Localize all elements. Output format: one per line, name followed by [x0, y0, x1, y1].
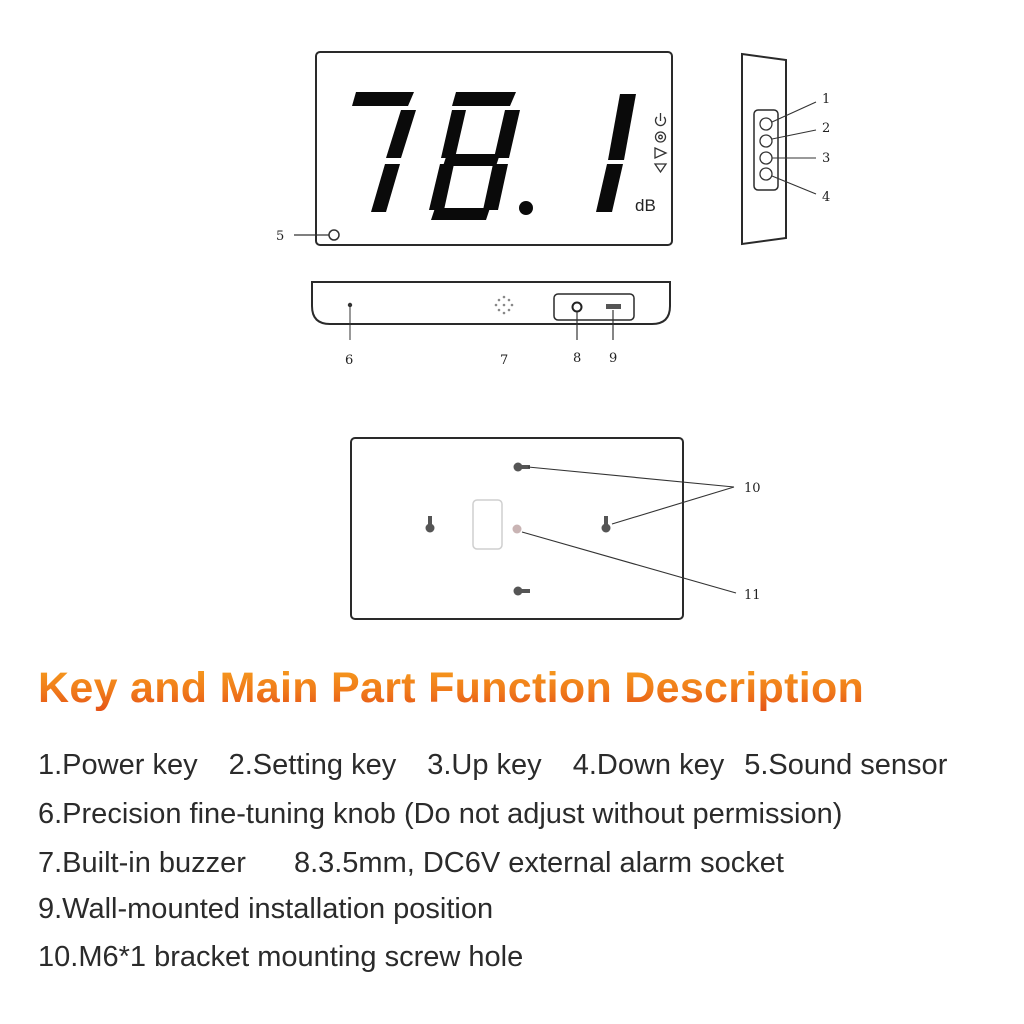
- desc-up-key: 3.Up key: [427, 749, 542, 781]
- callout-9: 9: [609, 351, 617, 366]
- mounting-slot: [606, 304, 621, 309]
- display-unit: dB: [635, 196, 656, 215]
- desc-buzzer: 7.Built-in buzzer: [38, 847, 246, 879]
- desc-setting-key: 2.Setting key: [228, 749, 397, 781]
- callout-2: 2: [822, 121, 830, 136]
- front-view: dB 5: [276, 51, 673, 246]
- center-mount-hole: [512, 524, 522, 534]
- callout-10: 10: [744, 481, 761, 496]
- section-heading: Key and Main Part Function Description: [38, 664, 865, 712]
- bottom-view: 6 7 8 9: [311, 281, 671, 368]
- display-digit-1: [352, 92, 416, 212]
- power-key: [759, 117, 773, 131]
- display-decimal-point: [519, 201, 533, 215]
- up-triangle-icon: [654, 146, 668, 160]
- side-view: 1 2 3 4: [741, 52, 830, 246]
- description-line-5: 10.M6*1 bracket mounting screw hole: [38, 940, 523, 974]
- display-digit-2: [429, 92, 520, 220]
- callout-4: 4: [822, 190, 830, 205]
- screw-hole-left: [425, 516, 435, 533]
- alarm-socket: [571, 301, 583, 313]
- description-line-1: 1.Power key 2.Setting key 3.Up key 4.Down k…: [38, 748, 947, 782]
- callout-11: 11: [744, 588, 761, 603]
- description-line-4: 9.Wall-mounted installation position: [38, 892, 493, 926]
- buzzer-grille: [494, 295, 514, 315]
- device-diagram: dB 5 1 2 3 4: [276, 51, 830, 620]
- desc-sound-sensor: 5.Sound sensor: [744, 749, 948, 781]
- down-triangle-icon: [653, 163, 668, 174]
- callout-6: 6: [345, 353, 353, 368]
- screw-hole-bottom: [513, 586, 530, 596]
- description-line-2: 6.Precision fine-tuning knob (Do not adj…: [38, 797, 842, 831]
- callout-3: 3: [822, 151, 830, 166]
- display-status-icons: [653, 113, 668, 174]
- callout-7: 7: [500, 353, 508, 368]
- socket-panel: [553, 293, 635, 321]
- fine-tuning-knob: [347, 302, 353, 308]
- desc-down-key: 4.Down key: [572, 749, 725, 781]
- description-line-3: 7.Built-in buzzer 8.3.5mm, DC6V external …: [38, 846, 784, 880]
- display-digit-3: [596, 94, 636, 212]
- desc-fine-tuning-knob: 6.Precision fine-tuning knob (Do not adj…: [38, 798, 843, 830]
- desc-alarm-socket: 8.3.5mm, DC6V external alarm socket: [293, 847, 784, 879]
- callout-1: 1: [822, 92, 830, 107]
- up-key: [759, 151, 773, 165]
- screw-hole-top: [513, 462, 530, 472]
- gear-icon: [654, 131, 667, 143]
- key-panel: [753, 109, 779, 191]
- callout-8: 8: [573, 351, 581, 366]
- wall-mount-position: [472, 499, 503, 550]
- callout-5: 5: [276, 229, 284, 244]
- down-key: [759, 167, 773, 181]
- power-icon: [654, 113, 667, 127]
- sound-sensor: [328, 229, 340, 241]
- desc-power-key: 1.Power key: [38, 749, 198, 781]
- setting-key: [759, 134, 773, 148]
- screw-hole-right: [601, 516, 611, 533]
- desc-wall-mount: 9.Wall-mounted installation position: [38, 893, 494, 925]
- back-view: 10 11: [350, 437, 761, 620]
- desc-screw-hole: 10.M6*1 bracket mounting screw hole: [38, 941, 524, 973]
